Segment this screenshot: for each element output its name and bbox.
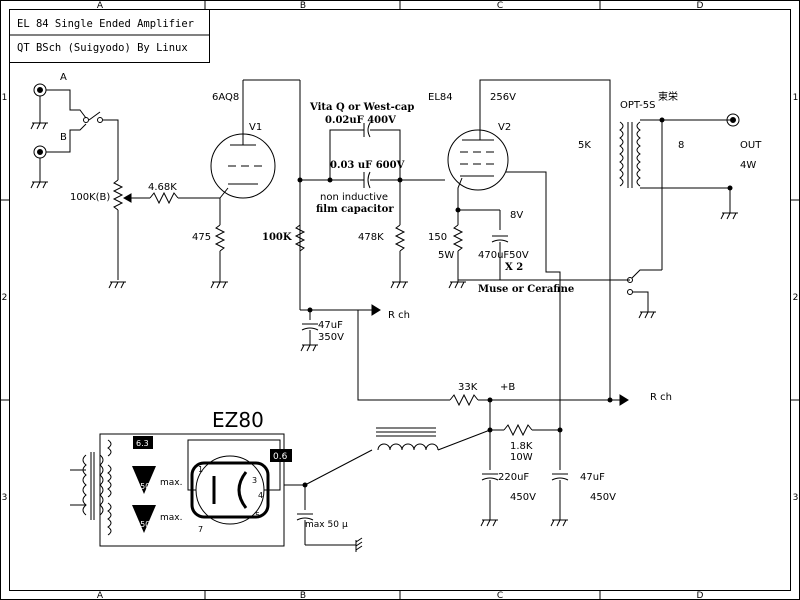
plate1-resistor-label: 100K	[262, 232, 292, 243]
component-labels: A B 100K(B) 4.68K 6AQ8 V1 475 478K EL84 …	[60, 72, 762, 503]
ground-symbol	[390, 281, 408, 289]
hv1-max: max.	[160, 478, 182, 488]
row-label-2-right: 2	[793, 293, 799, 303]
rectifier-blocks	[132, 436, 292, 533]
junction-dots	[297, 117, 733, 488]
decoupling-cap-voltage: 350V	[318, 332, 344, 343]
coupling-cap-1: 0.02uF 400V	[325, 115, 396, 126]
hv2-label: 350	[135, 520, 150, 529]
coupling-cap-note-2: film capacitor	[316, 204, 394, 215]
col-label-a-top: A	[97, 1, 104, 11]
col-label-d-bottom: D	[697, 591, 704, 600]
coupling-cap-brand: Vita Q or West-cap	[309, 102, 414, 113]
cathode-cap-label: 470uF50V	[478, 250, 529, 261]
title-line-1: EL 84 Single Ended Amplifier	[17, 18, 194, 30]
filter-cap-1: 220uF	[498, 472, 529, 483]
b-plus-label: +B	[500, 382, 515, 393]
filter-resistor-watt: 10W	[510, 452, 533, 463]
input-cap-max: max 50	[305, 520, 339, 530]
pin-1: 1	[198, 465, 203, 474]
ground-symbol	[108, 281, 126, 289]
input-a-label: A	[60, 72, 67, 83]
circuit-wires	[33, 79, 740, 547]
rectifier-label: EZ80	[212, 408, 264, 432]
col-label-c-bottom: C	[497, 591, 503, 600]
ground-symbol	[480, 519, 498, 527]
filter-resistor: 1.8K	[510, 441, 533, 452]
primary-impedance: 5K	[578, 140, 591, 151]
decoupling-resistor: 33K	[458, 382, 478, 393]
pin-4: 4	[258, 491, 263, 500]
pin-5: 5	[255, 511, 260, 520]
grid2-resistor-label: 478K	[358, 232, 384, 243]
cathode1-resistor-label: 475	[192, 232, 211, 243]
input-cap-unit: μ	[342, 520, 348, 530]
output-label: OUT	[740, 140, 762, 151]
coupling-cap-2: 0.03 uF 600V	[330, 160, 405, 171]
hv2-max: max.	[160, 513, 182, 523]
filter-cap-1-voltage: 450V	[510, 492, 536, 503]
volume-label: 100K(B)	[70, 192, 110, 203]
row-label-1-right: 1	[793, 93, 799, 103]
tube-v1-type: 6AQ8	[212, 92, 239, 103]
transformer-label: OPT-5S	[620, 100, 655, 111]
tube-v2-label: V2	[498, 122, 511, 133]
ground-symbol	[300, 344, 318, 352]
ground-symbol	[210, 281, 228, 289]
coupling-cap-note-1: non inductive	[320, 192, 388, 203]
col-label-c-top: C	[497, 1, 503, 11]
cathode2-resistor-label: 150	[428, 232, 447, 243]
ground-symbol	[638, 311, 656, 319]
cathode-cap-brand: Muse or Cerafine	[478, 284, 574, 295]
filter-cap-2-voltage: 450V	[590, 492, 616, 503]
hv1-label: 350	[135, 482, 150, 491]
pin-7: 7	[198, 525, 203, 534]
ground-symbol	[30, 122, 48, 130]
col-label-b-bottom: B	[300, 591, 306, 600]
grid-resistor-label: 4.68K	[148, 182, 177, 193]
filter-cap-2: 47uF	[580, 472, 605, 483]
tube-v2-type: EL84	[428, 92, 453, 103]
rch-label-1: R ch	[388, 310, 410, 321]
cathode-voltage: 8V	[510, 210, 523, 221]
ground-symbols	[30, 122, 738, 552]
ground-symbol	[550, 519, 568, 527]
secondary-impedance: 8	[678, 140, 684, 151]
col-label-b-top: B	[300, 1, 306, 11]
cathode2-resistor-watt: 5W	[438, 250, 454, 261]
pin-3: 3	[252, 476, 257, 485]
input-b-label: B	[60, 132, 67, 143]
col-label-d-top: D	[697, 1, 704, 11]
ground-symbol	[720, 212, 738, 220]
row-label-3-right: 3	[793, 493, 799, 503]
output-power: 4W	[740, 160, 756, 171]
tube-v1-label: V1	[249, 122, 262, 133]
row-label-2-left: 2	[2, 293, 8, 303]
ground-symbol	[30, 181, 48, 189]
rch-label-2: R ch	[650, 392, 672, 403]
cathode-cap-qty: X 2	[505, 262, 523, 273]
transformer-maker: 東栄	[658, 90, 678, 103]
plate-voltage: 256V	[490, 92, 516, 103]
bold-labels: 100K Vita Q or West-cap 0.02uF 400V 0.03…	[262, 102, 574, 295]
col-label-a-bottom: A	[97, 591, 104, 600]
ground-symbol	[448, 281, 466, 289]
title-block: EL 84 Single Ended Amplifier QT BSch (Su…	[9, 9, 210, 63]
row-label-1-left: 1	[2, 93, 8, 103]
decoupling-cap: 47uF	[318, 320, 343, 331]
title-line-2: QT BSch (Suigyodo) By Linux	[17, 42, 188, 54]
heater-voltage: 6.3	[136, 439, 149, 448]
ground-symbol	[355, 537, 363, 552]
bias-label: 0.6	[273, 452, 288, 462]
row-label-3-left: 3	[2, 493, 8, 503]
